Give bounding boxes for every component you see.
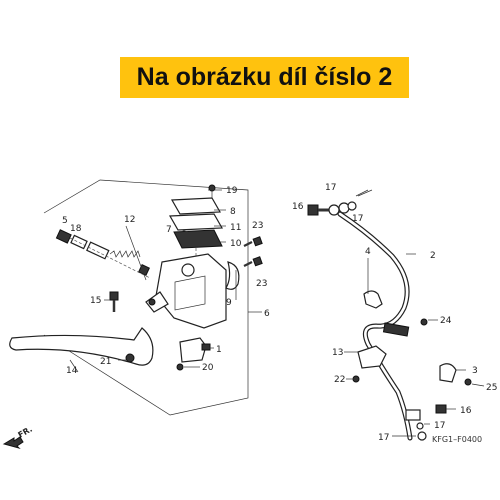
label-11: 11 xyxy=(230,223,241,233)
brake-lever xyxy=(9,327,154,366)
label-21: 21 xyxy=(100,357,111,367)
part-labels: 1 2 3 4 5 6 7 8 9 10 11 12 13 14 15 16 1… xyxy=(62,183,497,443)
hose-clamp xyxy=(363,290,383,309)
label-22: 22 xyxy=(334,375,345,385)
label-19: 19 xyxy=(226,186,238,196)
label-6: 6 xyxy=(264,309,270,319)
label-8: 8 xyxy=(230,207,236,217)
label-9: 9 xyxy=(226,298,232,308)
label-17b: 17 xyxy=(352,214,363,224)
reservoir-cap-set xyxy=(168,184,224,249)
boot-part xyxy=(225,261,240,290)
label-16a: 16 xyxy=(292,202,304,212)
brake-hose xyxy=(337,211,421,441)
hose-holder xyxy=(357,345,387,369)
label-20: 20 xyxy=(202,363,214,373)
label-14: 14 xyxy=(66,366,78,376)
label-13: 13 xyxy=(332,348,343,358)
hose-clamp-lower xyxy=(439,363,457,383)
label-24: 24 xyxy=(440,316,452,326)
label-17d: 17 xyxy=(378,433,389,443)
label-16b: 16 xyxy=(460,406,472,416)
label-17a: 17 xyxy=(325,183,336,193)
master-cylinder-body xyxy=(145,253,227,329)
leader-lines xyxy=(69,189,485,437)
part-number-banner: Na obrázku díl číslo 2 xyxy=(120,57,409,98)
label-18: 18 xyxy=(70,224,82,234)
label-7: 7 xyxy=(166,225,172,235)
label-4: 4 xyxy=(365,247,371,257)
piston-set xyxy=(55,229,150,276)
label-10: 10 xyxy=(230,239,242,249)
label-15: 15 xyxy=(90,296,101,306)
label-12: 12 xyxy=(124,215,135,225)
label-25: 25 xyxy=(486,383,497,393)
mount-bolts xyxy=(243,236,263,267)
front-label: FR. xyxy=(17,425,34,440)
label-3: 3 xyxy=(472,366,478,376)
label-1: 1 xyxy=(216,345,222,355)
label-17c: 17 xyxy=(434,421,445,431)
diagram-code: KFG1–F0400 xyxy=(432,435,482,444)
label-5: 5 xyxy=(62,216,68,226)
front-direction-arrow: FR. xyxy=(2,425,34,449)
upper-banjo-bolt xyxy=(307,189,369,216)
label-23b: 23 xyxy=(256,279,267,289)
banner-text: Na obrázku díl číslo 2 xyxy=(136,63,393,91)
label-2: 2 xyxy=(430,251,436,261)
assembly-outline xyxy=(43,179,249,416)
label-23a: 23 xyxy=(252,221,263,231)
brake-switch xyxy=(176,337,211,371)
pivot-bolt xyxy=(109,291,119,312)
